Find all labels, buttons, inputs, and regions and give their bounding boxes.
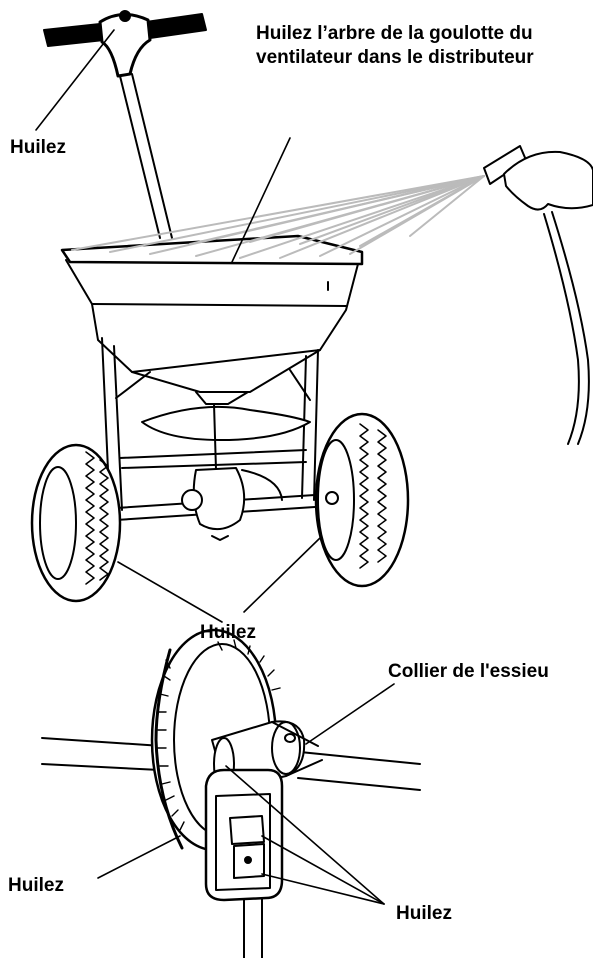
leader-line-bracket: [225, 765, 385, 905]
label-oil-wheels: Huilez: [200, 622, 256, 643]
gearbox: [181, 467, 283, 541]
label-oil-handle: Huilez: [10, 137, 66, 158]
right-wheel: [314, 412, 410, 588]
label-oil-bracket: Huilez: [396, 903, 452, 924]
impeller-plate: [141, 403, 311, 471]
detail-bracket: [204, 768, 284, 958]
leader-line-axle-collar: [305, 683, 395, 745]
label-axle-collar: Collier de l'essieu: [388, 661, 549, 682]
handle-shaft: [119, 73, 173, 239]
label-oil-chute-shaft: Huilez l’arbre de la goulotte du ventila…: [256, 23, 534, 68]
leader-line-gear: [97, 835, 181, 879]
handle-grip: [43, 10, 207, 78]
detail-axle-rod: [41, 737, 421, 791]
leader-line-handle: [35, 29, 115, 131]
frame: [101, 337, 319, 515]
water-spray: [71, 175, 485, 259]
left-wheel: [30, 443, 122, 603]
leader-line-chute: [231, 137, 291, 263]
leader-line-wheels: [117, 537, 321, 623]
hose-hand: [483, 145, 593, 445]
label-oil-gear: Huilez: [8, 875, 64, 896]
